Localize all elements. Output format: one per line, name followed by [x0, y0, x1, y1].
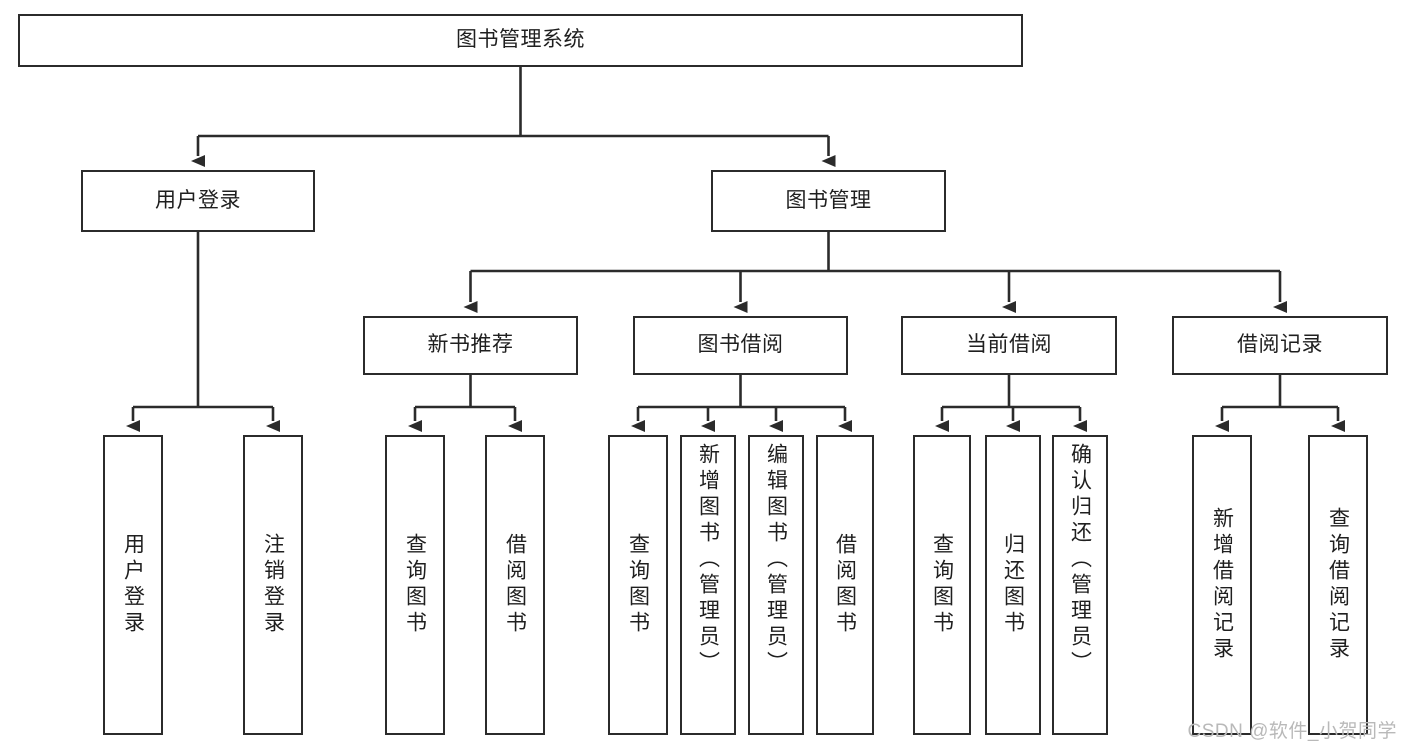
node-label: 图书借阅 — [697, 333, 784, 357]
watermark-text: CSDN @软件_小贺同学 — [1187, 721, 1397, 742]
node-newbook: 新书推荐 — [363, 316, 578, 375]
node-l-addrec: 新增借阅记录 — [1192, 435, 1252, 735]
node-label: 查询借阅记录 — [1326, 507, 1350, 663]
node-label: 用户登录 — [155, 188, 241, 212]
node-l-qbook2: 查询图书 — [608, 435, 668, 735]
node-label: 借阅记录 — [1237, 333, 1323, 357]
node-label: 查询图书 — [403, 533, 427, 637]
node-label: 注销登录 — [261, 533, 285, 637]
node-current: 当前借阅 — [901, 316, 1117, 375]
node-l-bbook1: 借阅图书 — [485, 435, 545, 735]
node-label: 新书推荐 — [427, 333, 514, 357]
node-l-qrec: 查询借阅记录 — [1308, 435, 1368, 735]
node-l-editbook: 编辑图书（管理员） — [748, 435, 804, 735]
node-l-qbook1: 查询图书 — [385, 435, 445, 735]
node-label: 新增图书（管理员） — [696, 443, 720, 677]
node-label: 图书管理系统 — [456, 28, 585, 52]
node-l-addbook: 新增图书（管理员） — [680, 435, 736, 735]
node-label: 借阅图书 — [833, 533, 857, 637]
node-l-login: 用户登录 — [103, 435, 163, 735]
node-l-bbook2: 借阅图书 — [816, 435, 874, 735]
node-label: 编辑图书（管理员） — [764, 443, 788, 677]
node-label: 当前借阅 — [966, 333, 1052, 357]
node-l-confirm: 确认归还（管理员） — [1052, 435, 1108, 735]
node-label: 查询图书 — [930, 533, 954, 637]
node-l-qbook3: 查询图书 — [913, 435, 971, 735]
node-label: 归还图书 — [1001, 533, 1025, 637]
node-l-return: 归还图书 — [985, 435, 1041, 735]
node-bookmgmt: 图书管理 — [711, 170, 946, 232]
node-l-logout: 注销登录 — [243, 435, 303, 735]
node-label: 借阅图书 — [503, 533, 527, 637]
node-label: 确认归还（管理员） — [1068, 443, 1092, 677]
node-borrow: 图书借阅 — [633, 316, 848, 375]
node-label: 查询图书 — [626, 533, 650, 637]
node-records: 借阅记录 — [1172, 316, 1388, 375]
node-root: 图书管理系统 — [18, 14, 1023, 67]
node-label: 新增借阅记录 — [1210, 507, 1234, 663]
node-label: 图书管理 — [785, 188, 872, 212]
node-label: 用户登录 — [121, 533, 145, 637]
node-login: 用户登录 — [81, 170, 315, 232]
